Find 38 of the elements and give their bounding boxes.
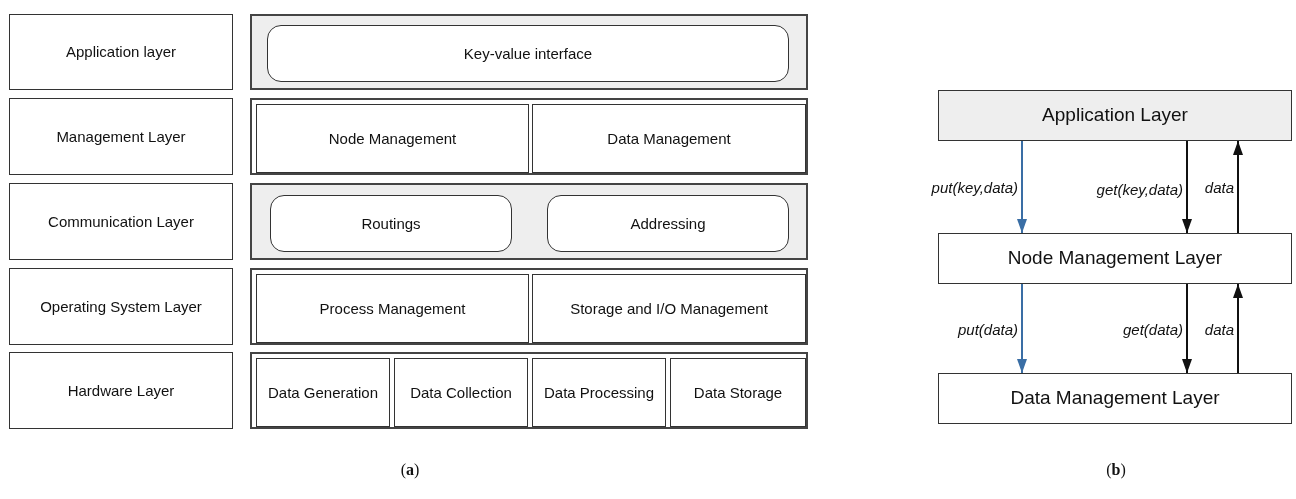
arrow [1017, 140, 1027, 234]
layer-panel [250, 14, 808, 90]
layer-box: Communication Layer [9, 183, 233, 260]
rounded-box: Key-value interface [267, 25, 789, 82]
layer-box: Data Management [532, 104, 806, 173]
layer-box: Management Layer [9, 98, 233, 175]
layer-box: Data Collection [394, 358, 528, 427]
layer-box: Node Management Layer [938, 233, 1292, 284]
panel-caption: (a) [399, 460, 421, 481]
layer-panel [250, 352, 808, 429]
layer-box: Data Processing [532, 358, 666, 427]
layer-box: Hardware Layer [9, 352, 233, 429]
layer-box: Node Management [256, 104, 529, 173]
edge-label: data [1204, 178, 1234, 198]
panel-caption: (b) [1105, 460, 1127, 481]
arrow [1182, 283, 1192, 374]
arrow [1233, 283, 1243, 374]
layer-box: Process Management [256, 274, 529, 343]
edge-label: get(data) [1122, 320, 1183, 340]
edge-label: put(key,data) [931, 178, 1018, 198]
layer-panel [250, 98, 808, 175]
layer-box: Data Generation [256, 358, 390, 427]
layer-box: Data Storage [670, 358, 806, 427]
rounded-box: Addressing [547, 195, 789, 252]
edge-label: get(key,data) [1096, 180, 1183, 200]
layer-box: Data Management Layer [938, 373, 1292, 424]
layer-box: Application Layer [938, 90, 1292, 141]
layer-panel [250, 183, 808, 260]
layer-box: Operating System Layer [9, 268, 233, 345]
arrow [1017, 283, 1027, 374]
arrow [1182, 140, 1192, 234]
rounded-box: Routings [270, 195, 512, 252]
layer-box: Storage and I/O Management [532, 274, 806, 343]
edge-label: put(data) [957, 320, 1018, 340]
edge-label: data [1204, 320, 1234, 340]
layer-panel [250, 268, 808, 345]
layer-box: Application layer [9, 14, 233, 90]
arrow [1233, 140, 1243, 234]
